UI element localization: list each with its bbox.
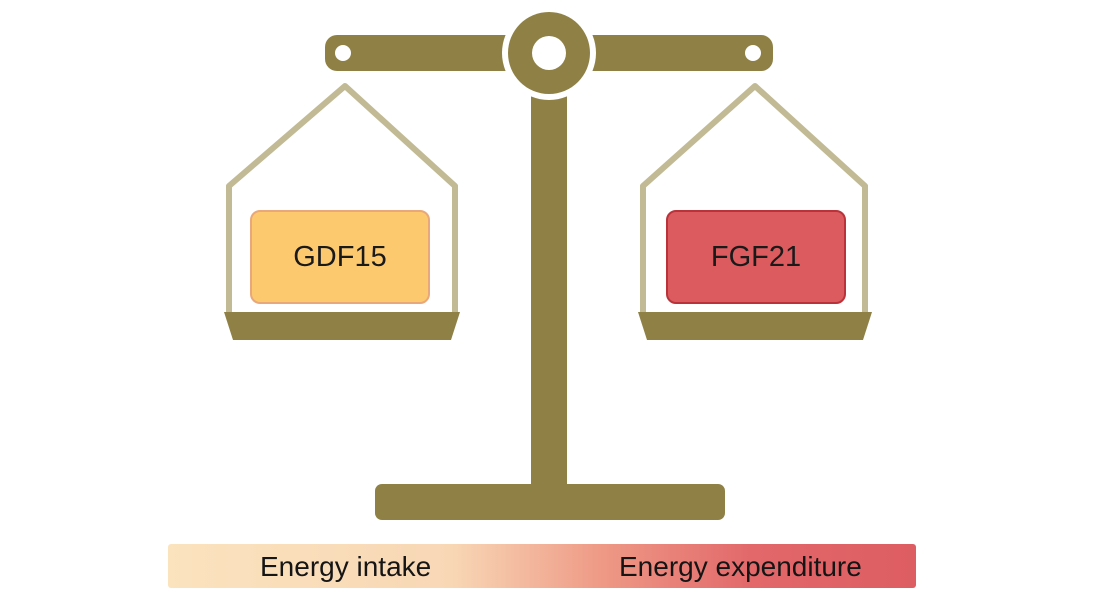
beam-hole-right bbox=[745, 45, 761, 61]
left-pan-tray bbox=[224, 312, 460, 340]
right-pan-tray bbox=[638, 312, 872, 340]
gdf15-label: GDF15 bbox=[293, 240, 387, 273]
beam-hole-left bbox=[335, 45, 351, 61]
pivot-hole bbox=[532, 36, 566, 70]
scale-pillar bbox=[531, 90, 567, 500]
energy-expenditure-label: Energy expenditure bbox=[619, 551, 862, 582]
scale-base bbox=[375, 484, 725, 520]
fgf21-label: FGF21 bbox=[710, 240, 802, 273]
fgf21-box: FGF21 bbox=[666, 210, 846, 304]
energy-intake-label: Energy intake bbox=[260, 551, 432, 582]
gdf15-box: GDF15 bbox=[250, 210, 430, 304]
energy-gradient-bar: Energy intake Energy expenditure bbox=[168, 544, 916, 588]
